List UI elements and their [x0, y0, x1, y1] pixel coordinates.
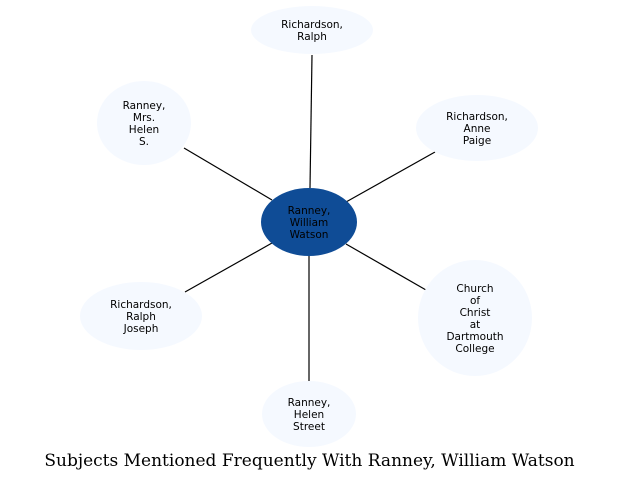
edge-layer	[183, 54, 436, 381]
node-ellipse-richardson-ralph[interactable]	[251, 6, 373, 54]
center-node-label-line: William	[290, 217, 328, 229]
edge-ranney-mrs-helen-s	[183, 147, 273, 201]
node-label-church-of-christ-dartmouth-line: of	[470, 295, 480, 307]
node-label-richardson-anne-paige-line: Richardson,	[446, 111, 508, 123]
edge-richardson-ralph-joseph	[184, 242, 273, 293]
node-ellipse-church-of-christ-dartmouth[interactable]	[418, 260, 532, 376]
node-label-church-of-christ-dartmouth-line: at	[470, 319, 481, 331]
node-label-ranney-mrs-helen-s-line: S.	[139, 136, 149, 148]
node-ellipse-richardson-ralph-joseph[interactable]	[80, 282, 202, 350]
node-ellipse-ranney-mrs-helen-s[interactable]	[97, 81, 191, 165]
node-label-ranney-mrs-helen-s-line: Ranney,	[123, 100, 166, 112]
node-ellipse-ranney-helen-street[interactable]	[262, 381, 356, 447]
center-node-ellipse[interactable]	[261, 188, 357, 256]
node-label-richardson-ralph-joseph-line: Joseph	[123, 323, 159, 335]
center-node-label-line: Watson	[290, 229, 329, 241]
node-label-ranney-mrs-helen-s-line: Helen	[129, 124, 159, 136]
node-label-richardson-anne-paige-line: Anne	[464, 123, 491, 135]
edge-richardson-ralph	[309, 54, 313, 189]
node-label-ranney-helen-street-line: Helen	[294, 409, 324, 421]
node-label-richardson-ralph-line: Richardson,	[281, 19, 343, 31]
node-label-church-of-christ-dartmouth-line: Church	[456, 283, 493, 295]
edge-richardson-anne-paige	[345, 151, 436, 203]
node-label-ranney-helen-street-line: Street	[293, 421, 325, 433]
node-label-richardson-ralph-joseph-line: Richardson,	[110, 299, 172, 311]
node-label-richardson-ralph-joseph-line: Ralph	[126, 311, 156, 323]
node-layer: Richardson,RalphRichardson,AnnePaigeChur…	[80, 6, 538, 447]
node-label-richardson-anne-paige-line: Paige	[463, 135, 491, 147]
node-ellipse-richardson-anne-paige[interactable]	[416, 95, 538, 161]
node-label-church-of-christ-dartmouth-line: Dartmouth	[446, 331, 503, 343]
node-label-ranney-helen-street-line: Ranney,	[288, 397, 331, 409]
diagram-caption: Subjects Mentioned Frequently With Ranne…	[44, 451, 575, 471]
center-node-label-line: Ranney,	[288, 205, 331, 217]
node-label-church-of-christ-dartmouth-line: College	[455, 343, 494, 355]
node-richardson-ralph[interactable]: Richardson,Ralph	[251, 6, 373, 54]
node-label-ranney-mrs-helen-s-line: Mrs.	[133, 112, 155, 124]
node-label-richardson-ralph-line: Ralph	[297, 31, 327, 43]
edge-church-of-christ-dartmouth	[345, 243, 427, 291]
node-label-church-of-christ-dartmouth-line: Christ	[460, 307, 491, 319]
